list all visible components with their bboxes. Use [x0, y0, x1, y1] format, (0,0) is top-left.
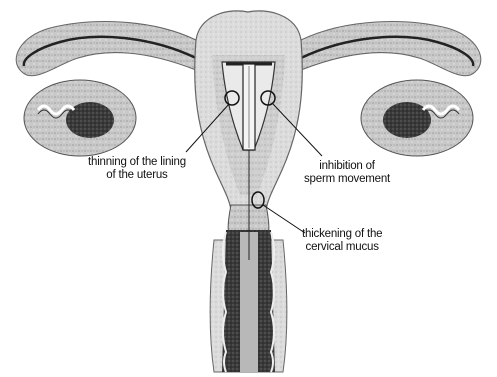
mucus-label-line1: thickening of the: [302, 228, 382, 241]
sperm-label: inhibition of sperm movement: [304, 160, 390, 186]
mucus-label-line2: cervical mucus: [302, 241, 382, 254]
lining-label: thinning of the lining of the uterus: [88, 156, 186, 182]
sperm-label-line2: sperm movement: [304, 173, 390, 186]
sperm-label-line1: inhibition of: [304, 160, 390, 173]
mucus-label: thickening of the cervical mucus: [302, 228, 382, 254]
lining-label-line2: of the uterus: [88, 169, 186, 182]
lining-label-line1: thinning of the lining: [88, 156, 186, 169]
